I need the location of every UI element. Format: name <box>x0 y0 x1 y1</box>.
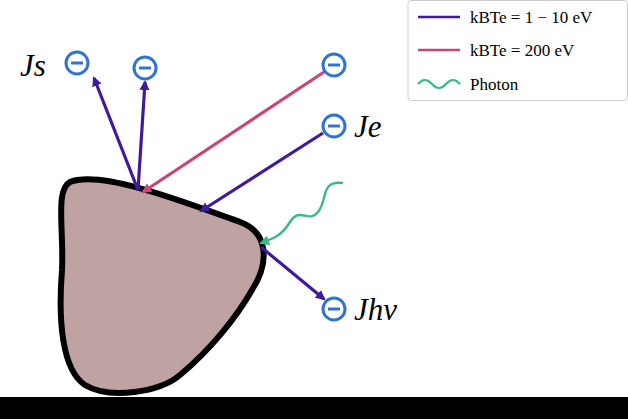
hot-electron-arrow <box>143 72 324 192</box>
legend-text: kBTe = 1 − 10 eV <box>470 9 592 26</box>
legend-sample <box>418 80 460 88</box>
dust-grain <box>61 179 264 393</box>
legend-sample <box>418 49 460 51</box>
electron-symbol <box>323 298 345 320</box>
secondary-arrow <box>138 82 145 190</box>
ground <box>0 397 628 419</box>
photo-electron-arrow <box>261 247 324 299</box>
legend-sample <box>418 16 460 18</box>
legend-box <box>408 1 628 101</box>
current-label: Jhν <box>354 294 397 325</box>
electron-symbol <box>323 115 345 137</box>
current-label: Je <box>354 111 382 142</box>
electron-arrow <box>201 133 323 211</box>
electron-symbol <box>66 52 88 74</box>
legend-text: Photon <box>470 76 518 93</box>
secondary-arrow <box>94 78 138 190</box>
current-label: Js <box>20 50 46 81</box>
photon-wave <box>261 183 343 243</box>
electron-symbol <box>134 57 156 79</box>
legend-text: kBTe = 200 eV <box>470 42 574 59</box>
electron-symbol <box>323 54 345 76</box>
electrons <box>66 52 345 320</box>
